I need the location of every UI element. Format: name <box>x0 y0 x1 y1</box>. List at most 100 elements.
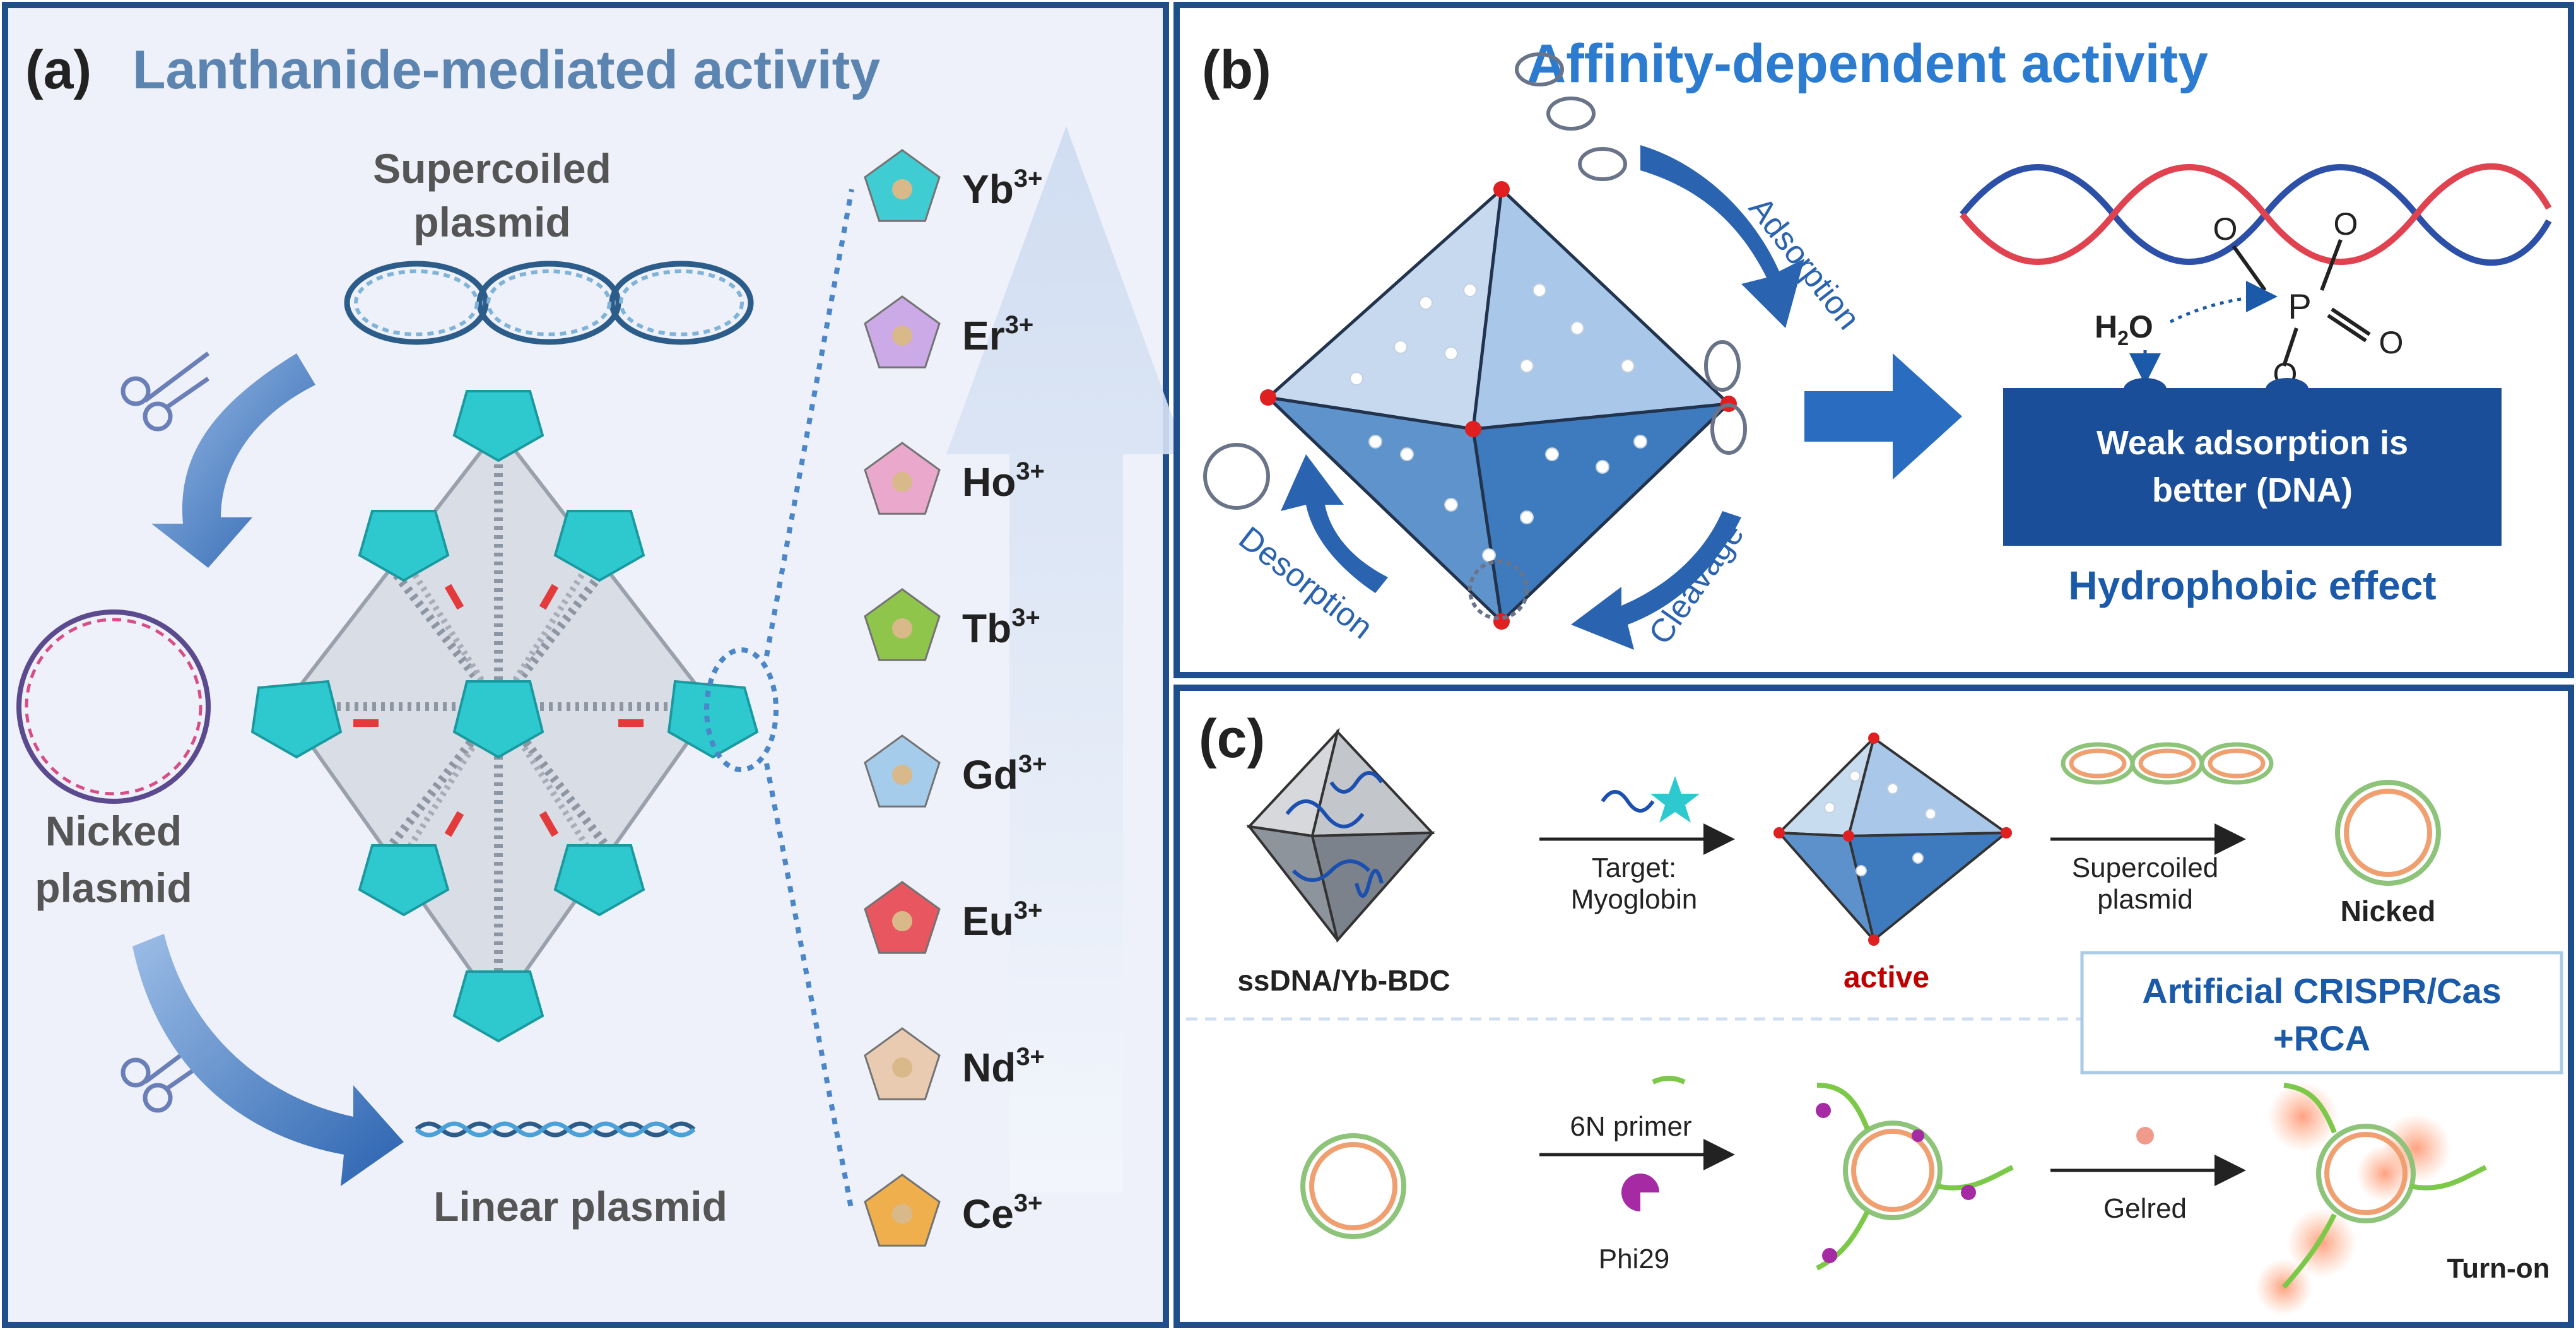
ssdna-mof-icon <box>1246 727 1435 943</box>
ion-item-yb: Yb3+ <box>864 149 1043 222</box>
primer-icon <box>1652 1076 1686 1085</box>
supercoiled-label-line2: plasmid <box>413 199 570 245</box>
plasmid-small-icons <box>1203 52 1747 620</box>
ion-core-icon <box>892 765 912 785</box>
ion-core-icon <box>892 1057 912 1078</box>
hydrophobic-effect-label: Hydrophobic effect <box>2068 563 2436 608</box>
target-label-line1: Target: <box>1592 852 1677 883</box>
panel-a-title: Lanthanide-mediated activity <box>132 40 880 100</box>
binding-site <box>2124 378 2167 401</box>
plasmid-ring-inner <box>1309 1142 1397 1230</box>
ion-item-eu: Eu3+ <box>864 881 1042 954</box>
desorption-arrow <box>1281 454 1388 593</box>
linear-plasmid-label: Linear plasmid <box>433 1183 727 1230</box>
ion-label: Nd3+ <box>962 1043 1045 1090</box>
panel-c-letter: (c) <box>1199 709 1265 769</box>
ion-symbol: Yb <box>962 167 1014 212</box>
ion-charge: 3+ <box>1014 897 1043 924</box>
ion-item-er: Er3+ <box>864 295 1033 368</box>
ion-charge: 3+ <box>1014 165 1043 192</box>
ion-item-tb: Tb3+ <box>864 588 1040 661</box>
ion-symbol: Er <box>962 313 1005 358</box>
plasmid-ring-icon <box>1300 1133 1406 1239</box>
phosphate-o-right: O <box>2334 206 2358 242</box>
supercoiled-c-line2: plasmid <box>2097 884 2193 915</box>
panel-c: (c) ssDNA/Yb-BDC Target: Myoglobin <box>1173 685 2574 1328</box>
rca-product-icon <box>1816 1083 2014 1271</box>
ion-core-icon <box>892 911 912 931</box>
ion-symbol: Tb <box>962 606 1011 651</box>
phi29-label: Phi29 <box>1599 1244 1670 1274</box>
nicked-ring-icon <box>2335 780 2441 886</box>
active-mof-icon <box>1773 733 2012 946</box>
crispr-box <box>2080 951 2563 1074</box>
nicked-label-line1: Nicked <box>45 808 182 854</box>
crispr-label-line2: +RCA <box>2273 1018 2370 1058</box>
phosphate-p: P <box>2288 286 2311 326</box>
primer-label: 6N primer <box>1570 1111 1691 1142</box>
ion-symbol: Eu <box>962 898 1014 944</box>
selection-highlight <box>704 647 779 772</box>
panel-a-letter: (a) <box>25 40 91 100</box>
ion-core-icon <box>892 326 912 346</box>
ion-charge: 3+ <box>1014 1189 1043 1217</box>
lanthanide-ion-list: Yb3+Er3+Ho3+Tb3+Gd3+Eu3+Nd3+Ce3+ <box>864 149 1047 1247</box>
panel-b-letter: (b) <box>1202 40 1271 100</box>
zoom-line-top <box>764 189 854 657</box>
cleavage-arrow <box>1571 511 1741 650</box>
ion-label: Gd3+ <box>962 750 1047 797</box>
gelred-dye-icon <box>2136 1127 2154 1145</box>
box-text-line1: Weak adsorption is <box>2097 424 2408 462</box>
gelred-label: Gelred <box>2103 1193 2187 1224</box>
cleave-arrow-2 <box>132 934 404 1186</box>
ion-item-gd: Gd3+ <box>864 734 1047 808</box>
turn-on-label: Turn-on <box>2447 1253 2550 1284</box>
ion-item-ho: Ho3+ <box>864 442 1045 515</box>
ion-charge: 3+ <box>1016 457 1045 485</box>
ion-label: Tb3+ <box>962 604 1040 651</box>
phi29-icon <box>1621 1174 1659 1211</box>
ion-symbol: Ce <box>962 1191 1014 1237</box>
transition-arrow <box>1804 353 1962 480</box>
panel-a: (a) Lanthanide-mediated activity Superco… <box>2 2 1186 1328</box>
nicked-label-line2: plasmid <box>35 864 192 911</box>
ion-label: Ho3+ <box>962 457 1045 505</box>
mof-framework-structure <box>250 390 759 1043</box>
weak-adsorption-box <box>2003 388 2502 546</box>
ion-label: Er3+ <box>962 311 1033 358</box>
ion-symbol: Nd <box>962 1045 1016 1090</box>
ion-core-icon <box>892 618 912 639</box>
phosphate-o-double: O <box>2379 325 2404 360</box>
ion-core-icon <box>892 472 912 492</box>
supercoiled-plasmid-icon <box>344 261 754 345</box>
ssdna-mof-label: ssDNA/Yb-BDC <box>1237 964 1450 997</box>
supercoiled-c-line1: Supercoiled <box>2072 852 2218 883</box>
box-text-line2: better (DNA) <box>2152 471 2353 509</box>
cleave-arrow-1 <box>151 353 315 568</box>
ion-charge: 3+ <box>1018 750 1047 778</box>
ion-symbol: Ho <box>962 459 1016 505</box>
target-label-line2: Myoglobin <box>1571 884 1698 915</box>
dna-helix-icon <box>1960 163 2552 266</box>
ion-label: Eu3+ <box>962 897 1042 944</box>
ion-core-icon <box>892 179 912 199</box>
star-icon <box>1650 776 1700 823</box>
dna-binding-icon <box>1601 790 1655 813</box>
phosphate-o-top: O <box>2213 211 2238 247</box>
ion-charge: 3+ <box>1016 1043 1045 1071</box>
nicked-plasmid-strand <box>25 618 203 796</box>
octahedron-mof-icon <box>1260 181 1737 630</box>
panel-b: (b) Affinity-dependent activity <box>1173 2 2574 678</box>
ion-item-nd: Nd3+ <box>864 1027 1045 1100</box>
panel-b-title: Affinity-dependent activity <box>1527 33 2208 94</box>
phi29-bound-icons <box>1816 1103 1976 1263</box>
active-label: active <box>1844 961 1929 994</box>
nicked-plasmid-icon <box>16 609 211 804</box>
ion-charge: 3+ <box>1005 311 1034 339</box>
binding-site <box>2266 378 2308 401</box>
ion-core-icon <box>892 1204 912 1224</box>
supercoiled-plasmid-small-icon <box>2061 742 2274 785</box>
trend-arrow <box>946 126 1186 1192</box>
water-label: H2O <box>2095 309 2153 350</box>
